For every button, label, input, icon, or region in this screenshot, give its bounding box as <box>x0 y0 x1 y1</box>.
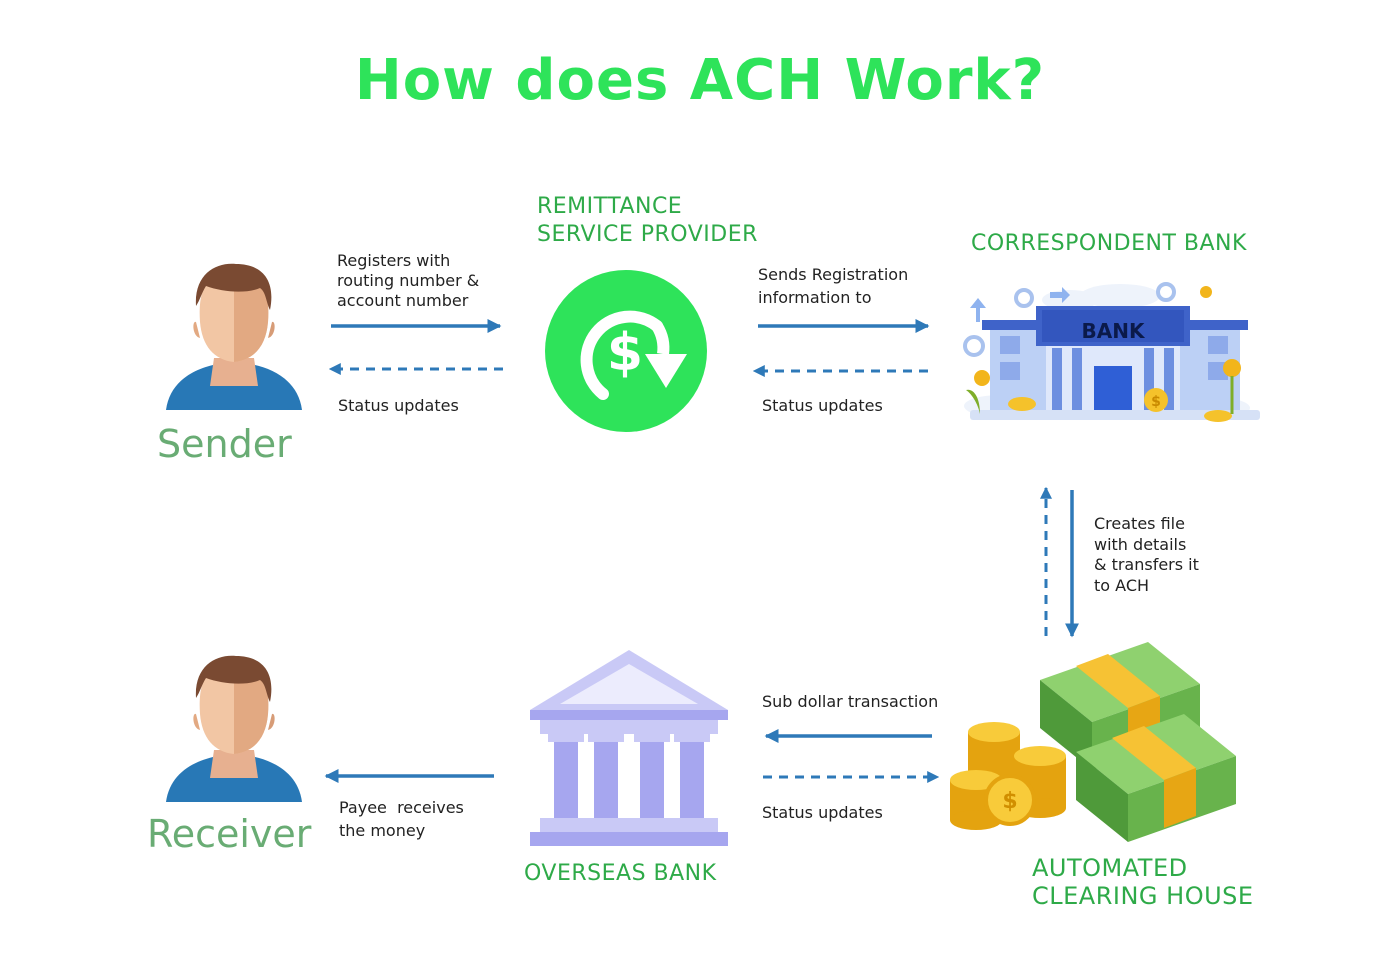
edge-label-overseas-to-receiver: Payee receives the money <box>339 798 464 840</box>
page-title: How does ACH Work? <box>354 48 1046 113</box>
correspondent-bank-label: CORRESPONDENT BANK <box>971 231 1247 256</box>
classical-bank-icon <box>530 650 728 846</box>
bank-building-icon: BANK $ <box>963 282 1260 422</box>
edge-label-ach-to-overseas: Sub dollar transaction <box>762 692 939 711</box>
edge-label-overseas-to-ach: Status updates <box>762 803 883 822</box>
sender-person-icon <box>166 263 302 410</box>
edge-label-sender-to-rsp: Registers with routing number & account … <box>337 251 480 310</box>
svg-text:$: $ <box>607 323 643 383</box>
rsp-label: REMITTANCE SERVICE PROVIDER <box>537 194 758 247</box>
edge-label-rsp-to-sender: Status updates <box>338 396 459 415</box>
edge-label-bank-to-rsp: Status updates <box>762 396 883 415</box>
dollar-cycle-icon: $ <box>545 270 707 432</box>
receiver-person-icon <box>166 655 302 802</box>
ach-label: AUTOMATED CLEARING HOUSE <box>1032 854 1254 910</box>
edge-label-rsp-to-bank: Sends Registration information to <box>758 265 909 307</box>
svg-text:$: $ <box>1002 789 1017 814</box>
edge-label-bank-to-ach: Creates file with details & transfers it… <box>1094 514 1199 595</box>
money-stack-icon: $ <box>950 642 1236 842</box>
bank-sign: BANK <box>1082 319 1146 343</box>
svg-text:$: $ <box>1151 394 1161 410</box>
receiver-label: Receiver <box>147 812 312 856</box>
sender-label: Sender <box>157 422 292 466</box>
overseas-bank-label: OVERSEAS BANK <box>524 861 717 886</box>
